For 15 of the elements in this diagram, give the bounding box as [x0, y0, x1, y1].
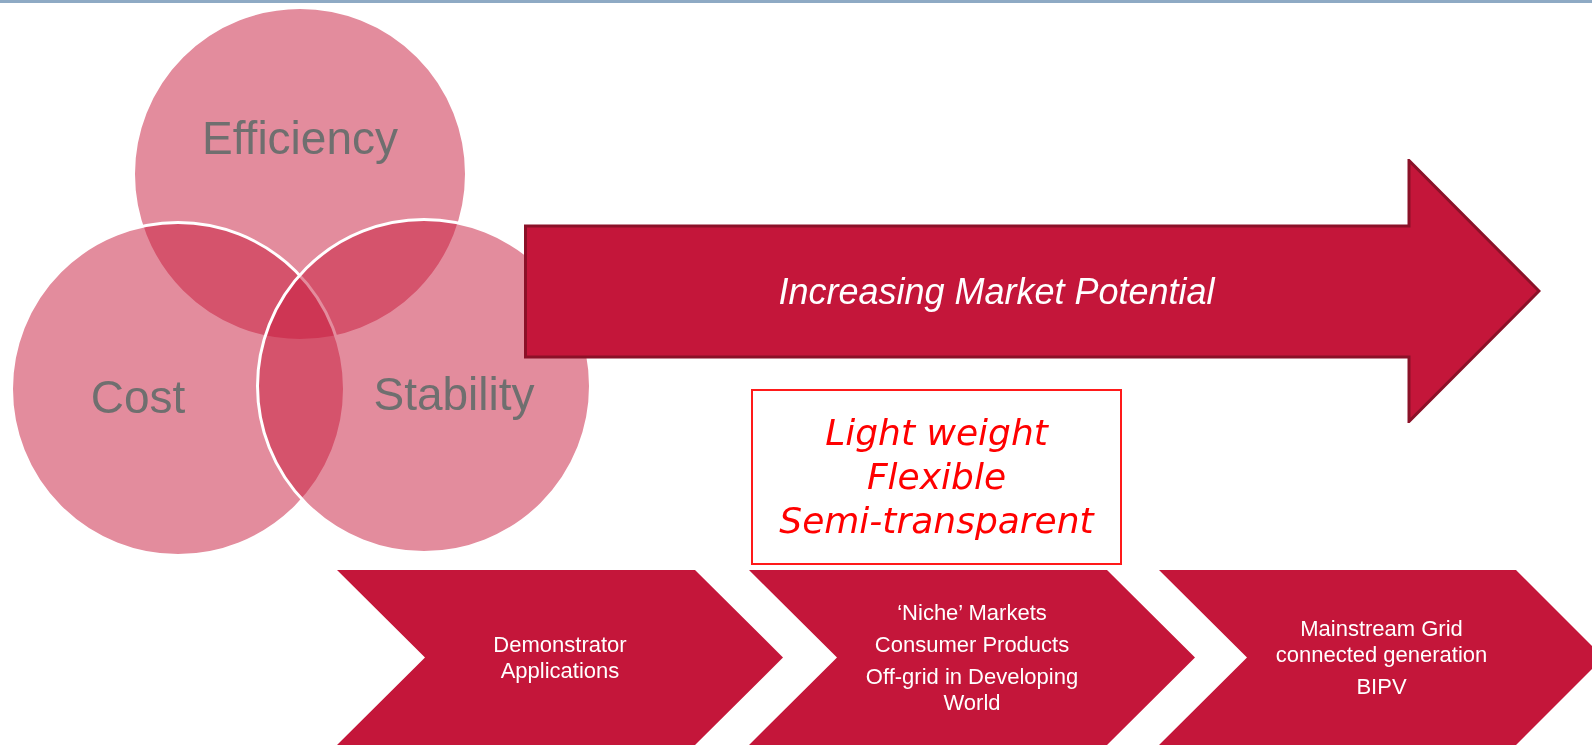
step-text: Demonstrator Applications [492, 631, 628, 684]
chevron-step [337, 570, 783, 745]
step-text: Consumer Products [874, 631, 1070, 658]
feature-text: Flexible [866, 455, 1007, 499]
step-text: ‘Niche’ Markets [897, 599, 1047, 626]
step-text: Mainstream Grid connected generation [1274, 615, 1489, 668]
arrow-label: Increasing Market Potential [778, 269, 1215, 314]
chevron-step [1159, 570, 1592, 745]
step-text: Off-grid in Developing World [864, 663, 1080, 716]
step-text: BIPV [1356, 673, 1407, 700]
chevron-step [749, 570, 1195, 745]
text-box [751, 389, 1122, 565]
feature-text: Semi-transparent [779, 499, 1094, 543]
circle-label: Cost [90, 374, 186, 420]
feature-text: Light weight [825, 411, 1048, 455]
